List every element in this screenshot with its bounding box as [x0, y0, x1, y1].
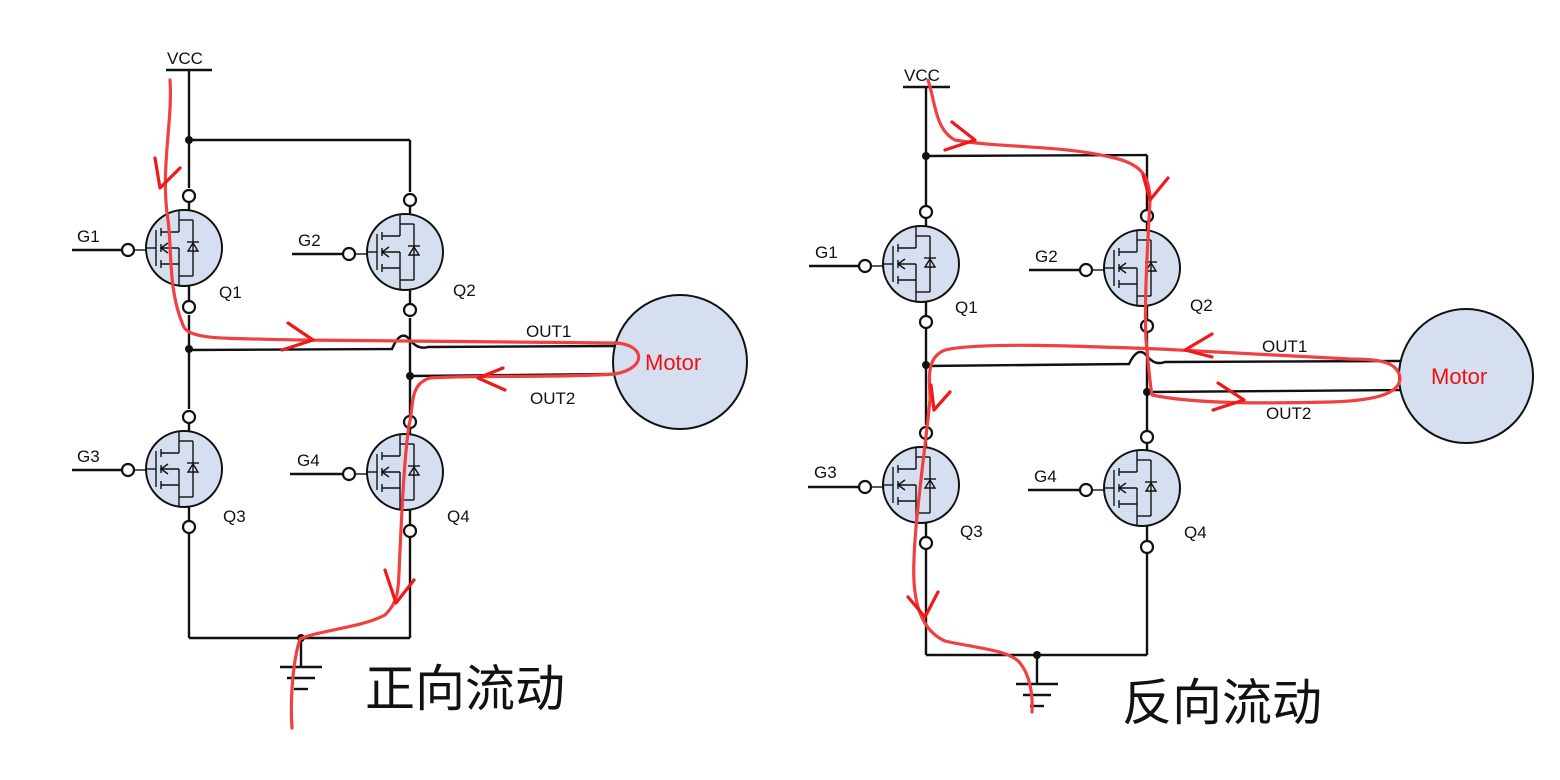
motor: Motor — [1398, 308, 1534, 444]
caption-reverse: 反向流动 — [1122, 674, 1322, 732]
junction-node — [922, 361, 930, 369]
current-path-reverse — [912, 78, 1402, 714]
left-wires — [166, 68, 616, 691]
transistor-q2: G2 Q2 — [292, 192, 476, 318]
gate-label: G3 — [77, 447, 100, 466]
transistor-q1: G1 Q1 — [809, 204, 978, 330]
junction-node — [1143, 388, 1151, 396]
arrow-markers — [906, 120, 1246, 619]
motor-label: Motor — [645, 350, 701, 375]
junction-node — [185, 136, 193, 144]
transistor-label: Q3 — [960, 522, 983, 541]
gate-label: G3 — [814, 463, 837, 482]
transistor-label: Q2 — [453, 281, 476, 300]
transistor-label: Q4 — [447, 507, 470, 526]
transistor-label: Q1 — [955, 298, 978, 317]
transistor-label: Q2 — [1190, 296, 1213, 315]
out1-label: OUT1 — [1262, 337, 1307, 356]
caption-forward: 正向流动 — [365, 660, 565, 718]
junction-node — [406, 372, 414, 380]
transistor-label: Q4 — [1184, 523, 1207, 542]
gate-label: G4 — [297, 451, 320, 470]
transistor-q2: G2 Q2 — [1029, 208, 1213, 334]
gate-label: G2 — [1035, 247, 1058, 266]
gate-label: G2 — [298, 231, 321, 250]
gate-label: G1 — [77, 227, 100, 246]
transistor-q3: G3 Q3 — [808, 425, 983, 551]
motor-label: Motor — [1431, 364, 1487, 389]
transistor-q1: G1 Q1 — [72, 188, 242, 315]
transistor-q4: G4 Q4 — [290, 414, 470, 539]
vcc-label: VCC — [904, 66, 940, 85]
gate-label: G4 — [1034, 467, 1057, 486]
out2-label: OUT2 — [1266, 404, 1311, 423]
junction-node — [185, 345, 193, 353]
transistor-label: Q1 — [219, 283, 242, 302]
junction-node — [1033, 651, 1041, 659]
arrow-markers — [153, 156, 507, 605]
transistor-q4: G4 Q4 — [1028, 429, 1207, 555]
vcc-label: VCC — [167, 49, 203, 68]
out1-label: OUT1 — [526, 322, 571, 341]
junction-node — [922, 152, 930, 160]
transistor-q3: G3 Q3 — [72, 409, 246, 535]
transistor-label: Q3 — [223, 507, 246, 526]
current-path-forward — [163, 78, 641, 730]
forward-flow-circuit: G1 Q1 G2 Q2 G3 Q3 — [72, 49, 748, 730]
gate-label: G1 — [815, 243, 838, 262]
motor: Motor — [612, 294, 748, 430]
reverse-flow-circuit: G1 Q1 G2 Q2 G3 Q3 — [808, 66, 1534, 732]
out2-label: OUT2 — [530, 389, 575, 408]
